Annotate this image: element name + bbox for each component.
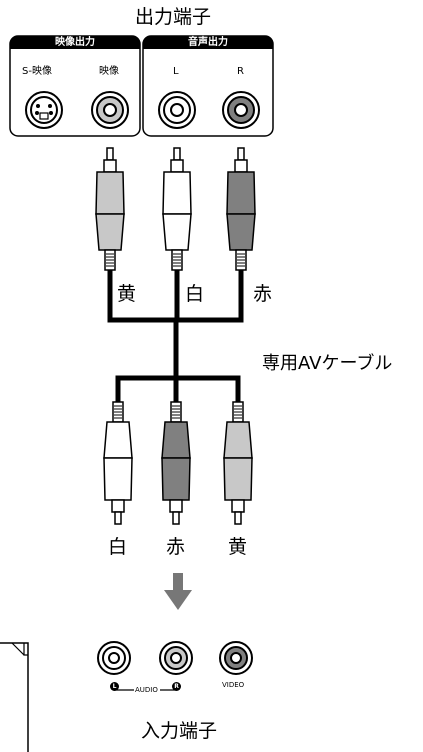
audio-right-input-jack xyxy=(159,641,193,675)
video-jack-label: 映像 xyxy=(99,66,119,77)
video-output-heading: 映像出力 xyxy=(10,36,140,49)
output-terminals-title: 出力端子 xyxy=(135,6,212,28)
video-input-jack xyxy=(219,641,253,675)
audio-right-jack-label: R xyxy=(237,66,244,77)
audio-output-heading: 音声出力 xyxy=(143,36,273,49)
device-edge xyxy=(0,642,29,752)
down-arrow-icon xyxy=(164,573,192,610)
audio-right-output-jack xyxy=(222,91,260,129)
audio-left-input-jack xyxy=(97,641,131,675)
top-plug-red xyxy=(226,147,256,271)
top-plug-yellow xyxy=(95,147,125,271)
video-output-jack xyxy=(91,91,129,129)
bottom-plug-red xyxy=(161,401,191,525)
s-video-output-jack xyxy=(25,91,63,129)
right-audio-badge-icon: R xyxy=(172,682,181,691)
top-color-red-label: 赤 xyxy=(253,283,273,305)
input-terminals-title: 入力端子 xyxy=(141,720,218,742)
audio-left-jack-label: L xyxy=(173,66,179,77)
bottom-color-yellow-label: 黄 xyxy=(228,536,248,558)
cable-lines xyxy=(107,270,244,402)
video-input-label: VIDEO xyxy=(222,681,245,689)
top-color-white-label: 白 xyxy=(185,283,205,305)
bottom-plug-yellow xyxy=(223,401,253,525)
bottom-color-red-label: 赤 xyxy=(166,536,186,558)
left-audio-badge-icon: L xyxy=(110,682,119,691)
audio-left-output-jack xyxy=(158,91,196,129)
s-video-jack-label: S-映像 xyxy=(22,66,52,77)
audio-input-label: AUDIO xyxy=(135,686,158,694)
av-cable-label: 専用AVケーブル xyxy=(262,353,393,374)
bottom-plug-white xyxy=(103,401,133,525)
top-plug-white xyxy=(162,147,192,271)
top-color-yellow-label: 黄 xyxy=(117,283,137,305)
bottom-color-white-label: 白 xyxy=(108,536,128,558)
